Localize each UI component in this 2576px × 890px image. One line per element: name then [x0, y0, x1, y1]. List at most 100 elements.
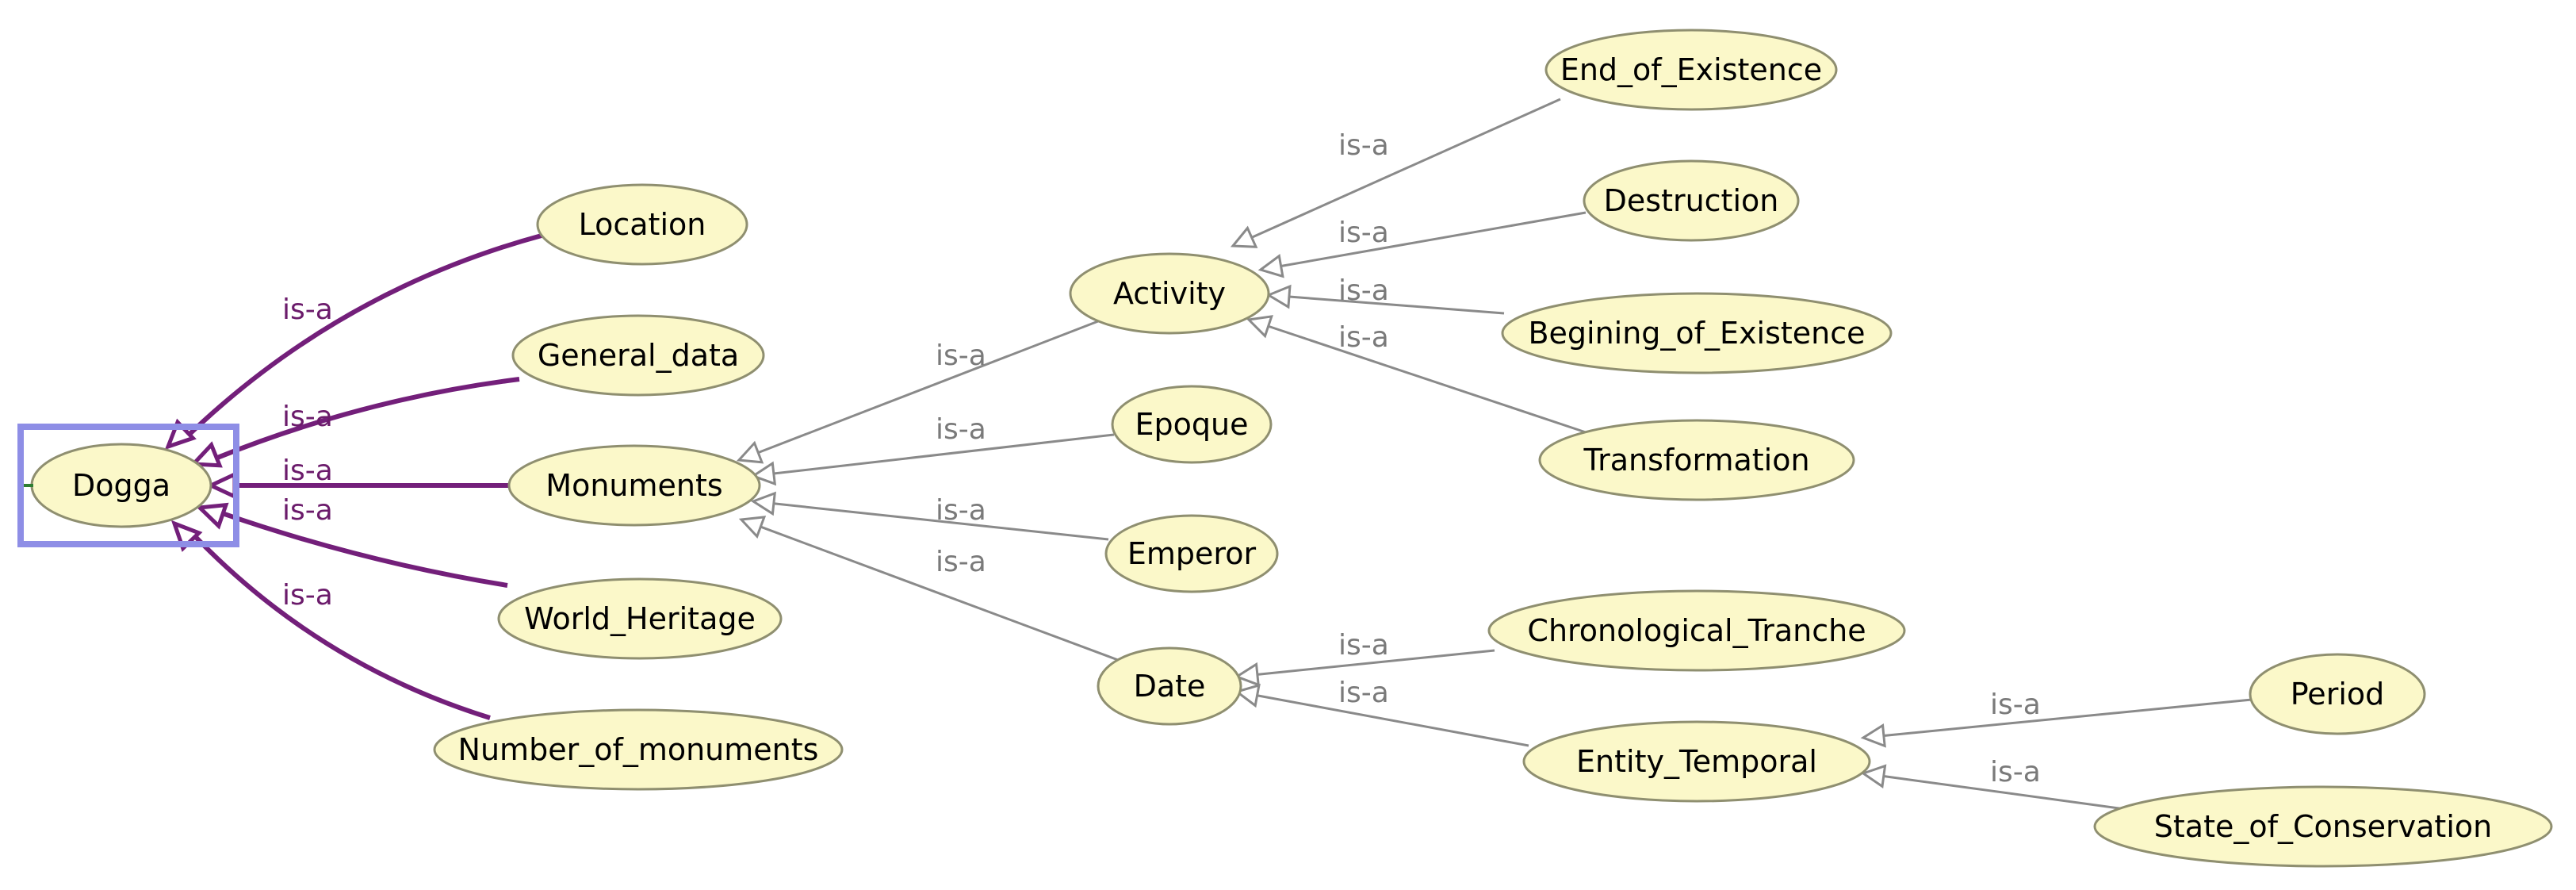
node-ellipse[interactable] [1538, 419, 1855, 501]
arrow-head-icon [195, 502, 229, 530]
node-label: End_of_Existence [1560, 52, 1822, 87]
node-ellipse[interactable] [1501, 292, 1893, 374]
arrow-head-icon [1265, 284, 1292, 309]
edge-label: is-a [282, 401, 333, 433]
edge-label: is-a [282, 455, 333, 487]
node-label: State_of_Conservation [2154, 809, 2492, 844]
selection-box [17, 424, 239, 547]
node-general-data[interactable]: General_data [511, 314, 765, 397]
edge-number_of_monuments-to-dogga: is-a [170, 520, 491, 720]
node-ellipse[interactable] [497, 577, 783, 660]
edge-label: is-a [282, 494, 333, 527]
arrow-head-icon [189, 441, 223, 468]
edge-label: is-a [1338, 217, 1389, 249]
node-ellipse[interactable] [2249, 653, 2426, 735]
edge-label: is-a [936, 546, 986, 578]
node-number-of-monuments[interactable]: Number_of_monuments [433, 708, 844, 791]
edge-line [773, 502, 1109, 541]
node-label: Destruction [1604, 183, 1779, 218]
node-end-of-existence[interactable]: End_of_Existence [1544, 29, 1838, 111]
edge-state_of_conservation-to-entity_temporal: is-a [1860, 756, 2126, 811]
edge-line [1883, 698, 2253, 737]
node-ellipse[interactable] [1487, 589, 1906, 672]
edge-line [193, 534, 491, 720]
arrow-head-icon [170, 520, 203, 552]
edge-end_of_existence-to-activity: is-a [1230, 98, 1561, 248]
arrow-head-icon [206, 471, 237, 500]
edge-label: is-a [282, 579, 333, 612]
node-location[interactable]: Location [536, 183, 748, 266]
arrow-head-icon [736, 440, 764, 464]
edge-label: is-a [936, 340, 986, 372]
node-chronological-tranche[interactable]: Chronological_Tranche [1487, 589, 1906, 672]
edge-period-to-entity_temporal: is-a [1860, 689, 2253, 748]
node-label: Transformation [1583, 443, 1809, 478]
node-ellipse[interactable] [507, 444, 761, 527]
node-ellipse[interactable] [2093, 785, 2553, 868]
edge-date-to-monuments: is-a [738, 516, 1119, 662]
node-destruction[interactable]: Destruction [1583, 159, 1800, 242]
edge-label: is-a [1990, 756, 2041, 788]
edge-label: is-a [936, 413, 986, 446]
node-ellipse[interactable] [511, 314, 765, 397]
node-begining-of-existence[interactable]: Begining_of_Existence [1501, 292, 1893, 374]
node-ellipse[interactable] [1544, 29, 1838, 111]
edge-line [1883, 775, 2126, 811]
node-world-heritage[interactable]: World_Heritage [497, 577, 783, 660]
node-ellipse[interactable] [1097, 646, 1242, 726]
node-label: Number_of_monuments [458, 732, 819, 767]
edge-line [187, 233, 542, 437]
node-label: Activity [1113, 276, 1226, 311]
node-state-of-conservation[interactable]: State_of_Conservation [2093, 785, 2553, 868]
edge-general_data-to-dogga: is-a [189, 377, 520, 468]
edge-label: is-a [282, 293, 333, 326]
node-emperor[interactable]: Emperor [1104, 514, 1279, 593]
node-ellipse[interactable] [1111, 385, 1273, 464]
edge-line [760, 525, 1119, 662]
arrow-head-icon [1234, 683, 1261, 708]
arrow-head-icon [164, 418, 197, 451]
edge-line [773, 433, 1115, 475]
arrow-head-icon [1860, 764, 1887, 789]
edge-label: is-a [1338, 677, 1389, 709]
node-ellipse[interactable] [1069, 252, 1270, 335]
edge-epoque-to-monuments: is-a [750, 413, 1115, 486]
node-ellipse[interactable] [1522, 720, 1871, 803]
edge-activity-to-monuments: is-a [736, 320, 1099, 464]
edge-label: is-a [1338, 274, 1389, 307]
arrow-head-icon [1230, 225, 1258, 248]
edge-label: is-a [1338, 321, 1389, 354]
overlay-layer [17, 424, 239, 547]
node-label: Begining_of_Existence [1528, 316, 1865, 351]
node-ellipse[interactable] [1583, 159, 1800, 242]
edge-monuments-to-dogga: is-a [206, 455, 509, 500]
node-monuments[interactable]: Monuments [507, 444, 761, 527]
edge-line [1280, 211, 1587, 267]
edge-line [1257, 649, 1495, 676]
node-ellipse[interactable] [536, 183, 748, 266]
edge-line [222, 511, 508, 588]
edge-emperor-to-monuments: is-a [750, 491, 1109, 541]
node-label: Monuments [545, 468, 722, 503]
node-transformation[interactable]: Transformation [1538, 419, 1855, 501]
edge-label: is-a [1990, 689, 2041, 721]
node-label: World_Heritage [524, 601, 756, 636]
node-ellipse[interactable] [433, 708, 844, 791]
node-label: Chronological_Tranche [1527, 613, 1866, 648]
node-ellipse[interactable] [1104, 514, 1279, 593]
edge-transformation-to-activity: is-a [1246, 315, 1587, 434]
node-label: Entity_Temporal [1576, 744, 1817, 779]
node-entity-temporal[interactable]: Entity_Temporal [1522, 720, 1871, 803]
node-dogga[interactable]: Dogga [30, 443, 212, 528]
node-label: Location [579, 207, 706, 242]
node-epoque[interactable]: Epoque [1111, 385, 1273, 464]
edge-line [215, 377, 520, 461]
node-activity[interactable]: Activity [1069, 252, 1270, 335]
edge-location-to-dogga: is-a [164, 233, 542, 451]
edge-label: is-a [1338, 129, 1389, 162]
edge-begining_of_existence-to-activity: is-a [1265, 274, 1505, 315]
node-date[interactable]: Date [1097, 646, 1242, 726]
edge-line [1251, 98, 1561, 239]
node-period[interactable]: Period [2249, 653, 2426, 735]
node-label: General_data [538, 338, 739, 373]
